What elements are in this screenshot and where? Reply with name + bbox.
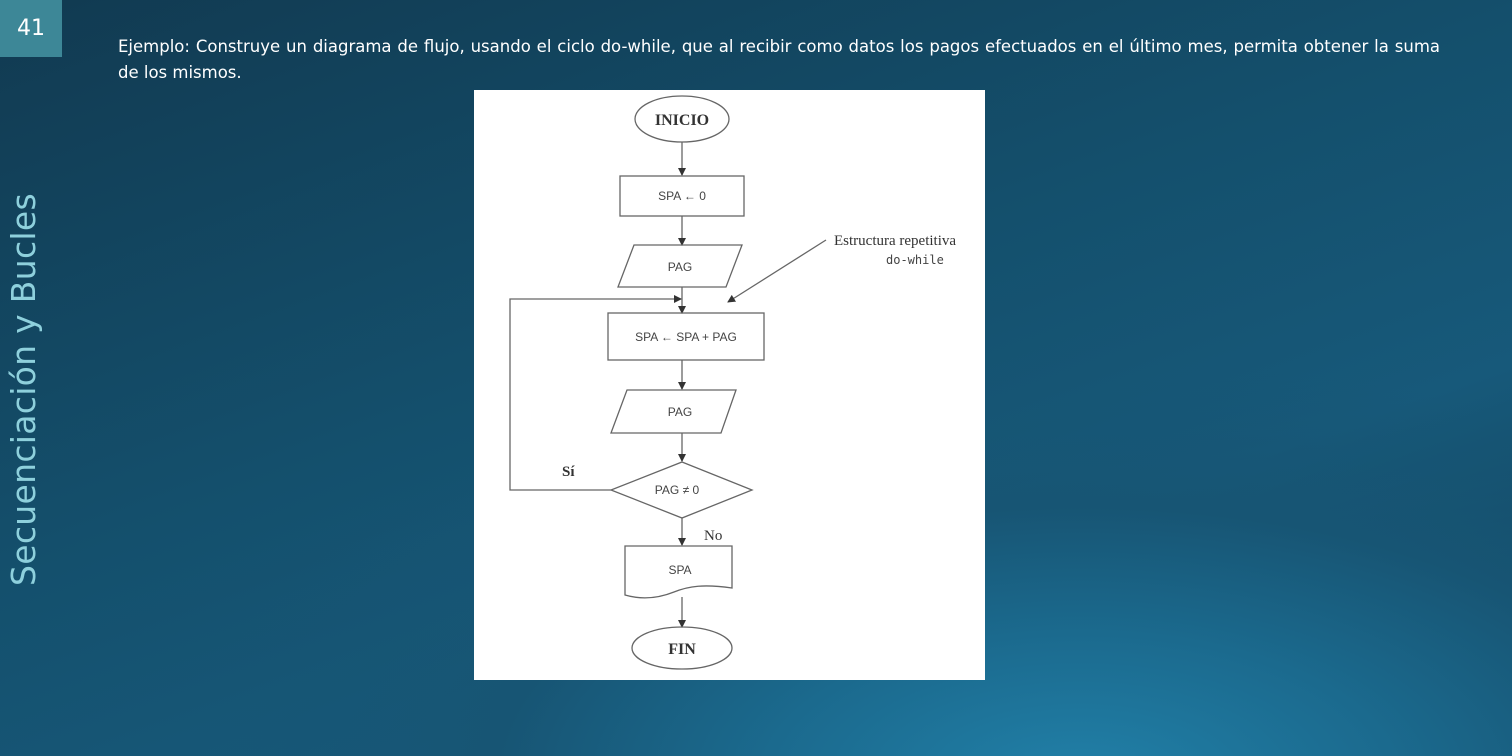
- condition-label: PAG ≠ 0: [655, 483, 700, 497]
- annotation-title: Estructura repetitiva: [834, 233, 956, 249]
- loop-back-line: [509, 295, 682, 491]
- body-text: Ejemplo: Construye un diagrama de flujo,…: [118, 37, 1440, 82]
- accumulate-label: SPA ← SPA + PAG: [635, 330, 737, 344]
- input-node-1: [617, 244, 743, 288]
- accumulate-process: [607, 312, 765, 361]
- flowchart-svg: INICIO SPA ← 0 PAG SPA ← SPA + PAG PAG P…: [509, 95, 956, 670]
- init-label: SPA ← 0: [658, 189, 706, 203]
- flowchart-panel: INICIO SPA ← 0 PAG SPA ← SPA + PAG PAG P…: [474, 90, 985, 680]
- input-node-2: [610, 389, 737, 434]
- output-label: SPA: [668, 563, 691, 577]
- annotation-subtitle: do-while: [886, 253, 944, 267]
- input1-label: PAG: [668, 260, 692, 274]
- end-node: [631, 626, 733, 670]
- output-document: [624, 545, 733, 599]
- start-label: INICIO: [655, 112, 709, 129]
- slide-number: 41: [0, 0, 62, 57]
- yes-label: Sí: [562, 464, 575, 480]
- side-title: Secuenciación y Bucles: [4, 193, 43, 586]
- annotation-pointer: [727, 239, 827, 303]
- input2-label: PAG: [668, 405, 692, 419]
- no-label: No: [704, 528, 722, 544]
- end-label: FIN: [668, 641, 696, 658]
